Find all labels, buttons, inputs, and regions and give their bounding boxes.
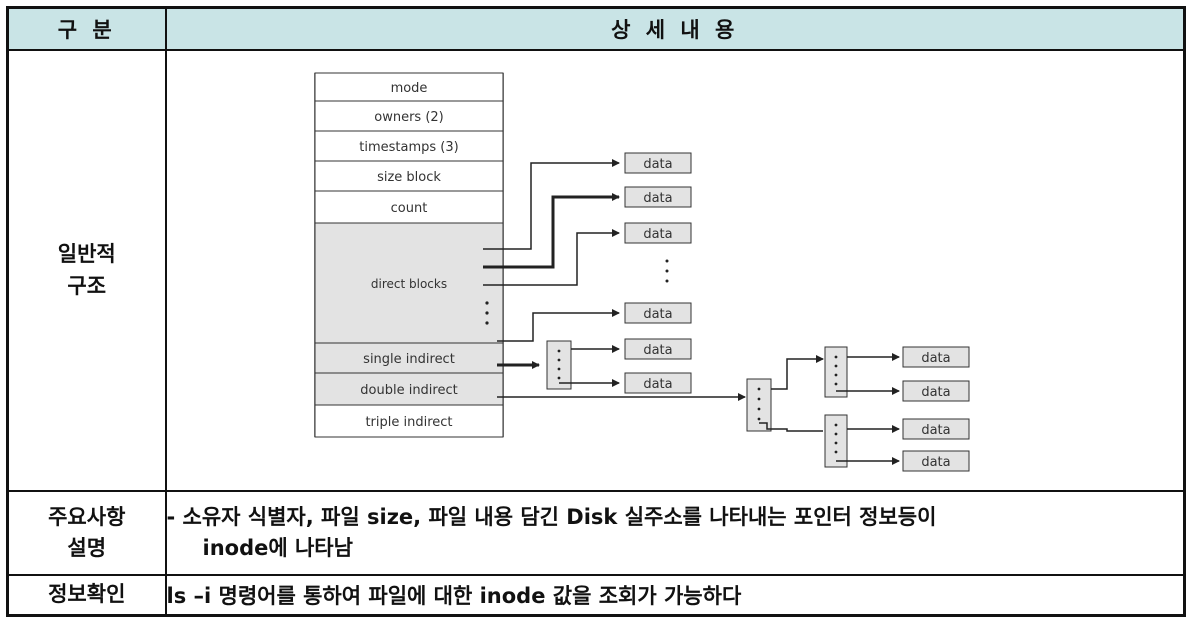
- svg-text:data: data: [643, 191, 672, 206]
- header-category: 구 분: [6, 6, 167, 52]
- inode-field-timestamps: [314, 130, 503, 162]
- inode-block: mode owners (2) timestamps (3) size bloc…: [313, 72, 504, 438]
- inode-label-owners: owners (2): [374, 110, 444, 125]
- data-block: data: [624, 152, 691, 174]
- info-table: 구 분 상 세 내 용 일반적 구조: [6, 6, 1186, 617]
- structure-label: 일반적 구조: [6, 49, 167, 493]
- data-block: data: [902, 346, 969, 368]
- data-block: data: [624, 372, 691, 394]
- structure-label-line1: 일반적: [57, 242, 116, 267]
- inode-label-timestamps: timestamps (3): [359, 140, 458, 155]
- inode-diagram-cell: mode owners (2) timestamps (3) size bloc…: [164, 49, 1186, 493]
- structure-row: 일반적 구조: [6, 49, 1186, 493]
- inode-label-double-indirect: double indirect: [360, 383, 457, 398]
- description-label: 주요사항 설명: [6, 490, 167, 577]
- svg-text:data: data: [643, 377, 672, 392]
- inode-field-size-block: [314, 160, 503, 192]
- inode-field-direct-blocks: [314, 222, 503, 344]
- data-blocks: data data data data: [624, 152, 969, 472]
- data-block: data: [902, 450, 969, 472]
- data-block: data: [624, 338, 691, 360]
- inode-label-triple-indirect: triple indirect: [365, 415, 452, 430]
- inode-label-direct-blocks: direct blocks: [370, 277, 446, 291]
- data-block: data: [624, 302, 691, 324]
- svg-text:data: data: [643, 227, 672, 242]
- svg-text:data: data: [643, 307, 672, 322]
- data-block: data: [902, 418, 969, 440]
- data-block: data: [902, 380, 969, 402]
- description-label-line1: 주요사항: [48, 504, 126, 529]
- svg-text:data: data: [921, 423, 950, 438]
- inode-label-mode: mode: [390, 81, 427, 96]
- info-check-label: 정보확인: [6, 574, 167, 617]
- svg-text:data: data: [643, 157, 672, 172]
- inode-label-count: count: [390, 201, 427, 216]
- inode-label-size-block: size block: [377, 170, 441, 185]
- info-check-row: 정보확인 ls –i 명령어를 통하여 파일에 대한 inode 값을 조회가 …: [6, 574, 1186, 617]
- inode-diagram: mode owners (2) timestamps (3) size bloc…: [313, 72, 969, 472]
- description-row: 주요사항 설명 - 소유자 식별자, 파일 size, 파일 내용 담긴 Dis…: [6, 490, 1186, 577]
- data-block: data: [624, 186, 691, 208]
- inode-field-single-indirect: [314, 342, 503, 374]
- svg-text:data: data: [643, 343, 672, 358]
- inode-field-triple-indirect: [314, 404, 503, 438]
- inode-field-mode: [314, 72, 503, 102]
- svg-text:data: data: [921, 385, 950, 400]
- direct-pointers: [482, 159, 746, 402]
- double-indirect-blocks: [746, 346, 900, 468]
- header-details: 상 세 내 용: [164, 6, 1186, 52]
- inode-label-single-indirect: single indirect: [363, 352, 455, 367]
- single-indirect-block: [546, 340, 620, 390]
- description-label-line2: 설명: [67, 536, 107, 561]
- description-line2: inode에 나타남: [202, 536, 353, 561]
- header-row: 구 분 상 세 내 용: [6, 6, 1186, 52]
- structure-label-line2: 구조: [67, 273, 107, 298]
- info-check-text: ls –i 명령어를 통하여 파일에 대한 inode 값을 조회가 가능하다: [164, 574, 1186, 617]
- svg-text:data: data: [921, 351, 950, 366]
- data-block: data: [624, 222, 691, 244]
- inode-field-owners: [314, 100, 503, 132]
- inode-field-count: [314, 190, 503, 224]
- description-text: - 소유자 식별자, 파일 size, 파일 내용 담긴 Disk 실주소를 나…: [164, 490, 1186, 577]
- svg-text:data: data: [921, 455, 950, 470]
- description-line1: - 소유자 식별자, 파일 size, 파일 내용 담긴 Disk 실주소를 나…: [166, 504, 937, 529]
